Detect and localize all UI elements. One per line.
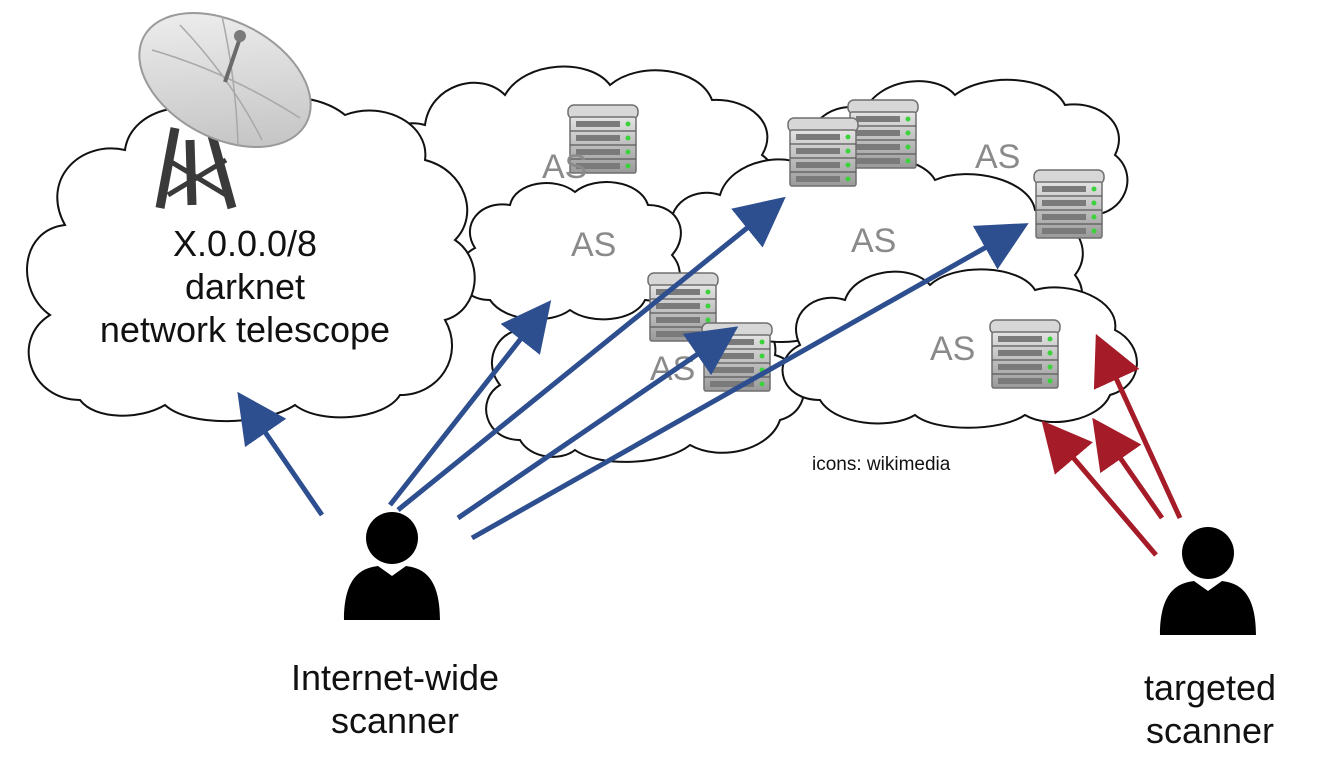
satellite-dish-icon [138, 12, 312, 210]
arrow-targeted [1093, 333, 1183, 520]
as-label: AS [930, 330, 975, 368]
scanner-label-line: Internet-wide [290, 657, 500, 698]
cloud-darknet [26, 95, 476, 423]
darknet-label-line: darknet [184, 266, 306, 308]
as-label: AS [542, 148, 587, 186]
server-rack-icon [1033, 169, 1105, 239]
targeted-scanner-label: targeted scanner [1110, 666, 1310, 752]
darknet-label: X.0.0.0/8 darknet network telescope [60, 222, 430, 352]
scanner-label-line: scanner [330, 700, 460, 742]
icon-credit: icons: wikimedia [812, 454, 951, 475]
server-rack-icon [989, 319, 1061, 389]
server-rack-icon [787, 117, 859, 187]
cloud-as-left-middle [457, 181, 682, 321]
arrow-targeted [1041, 420, 1158, 557]
arrow-to-darknet [237, 391, 325, 517]
arrow-to-as [456, 326, 739, 521]
scanner-label-line: scanner [1145, 710, 1275, 752]
server-rack-icon [847, 99, 919, 169]
arrow-to-as [388, 300, 552, 507]
as-label: AS [975, 138, 1020, 176]
darknet-label-line: X.0.0.0/8 [172, 223, 318, 264]
person-icon [1160, 527, 1256, 635]
scanner-label-line: targeted [1143, 667, 1277, 708]
arrow-to-as [470, 223, 1029, 541]
server-rack-icon [701, 322, 773, 392]
person-icon [344, 512, 440, 620]
as-label: AS [851, 222, 896, 260]
arrow-to-as [396, 196, 786, 512]
arrow-targeted [1092, 417, 1165, 520]
darknet-label-line: network telescope [99, 309, 391, 351]
as-label: AS [571, 226, 616, 264]
internet-wide-scanner-label: Internet-wide scanner [220, 656, 570, 742]
